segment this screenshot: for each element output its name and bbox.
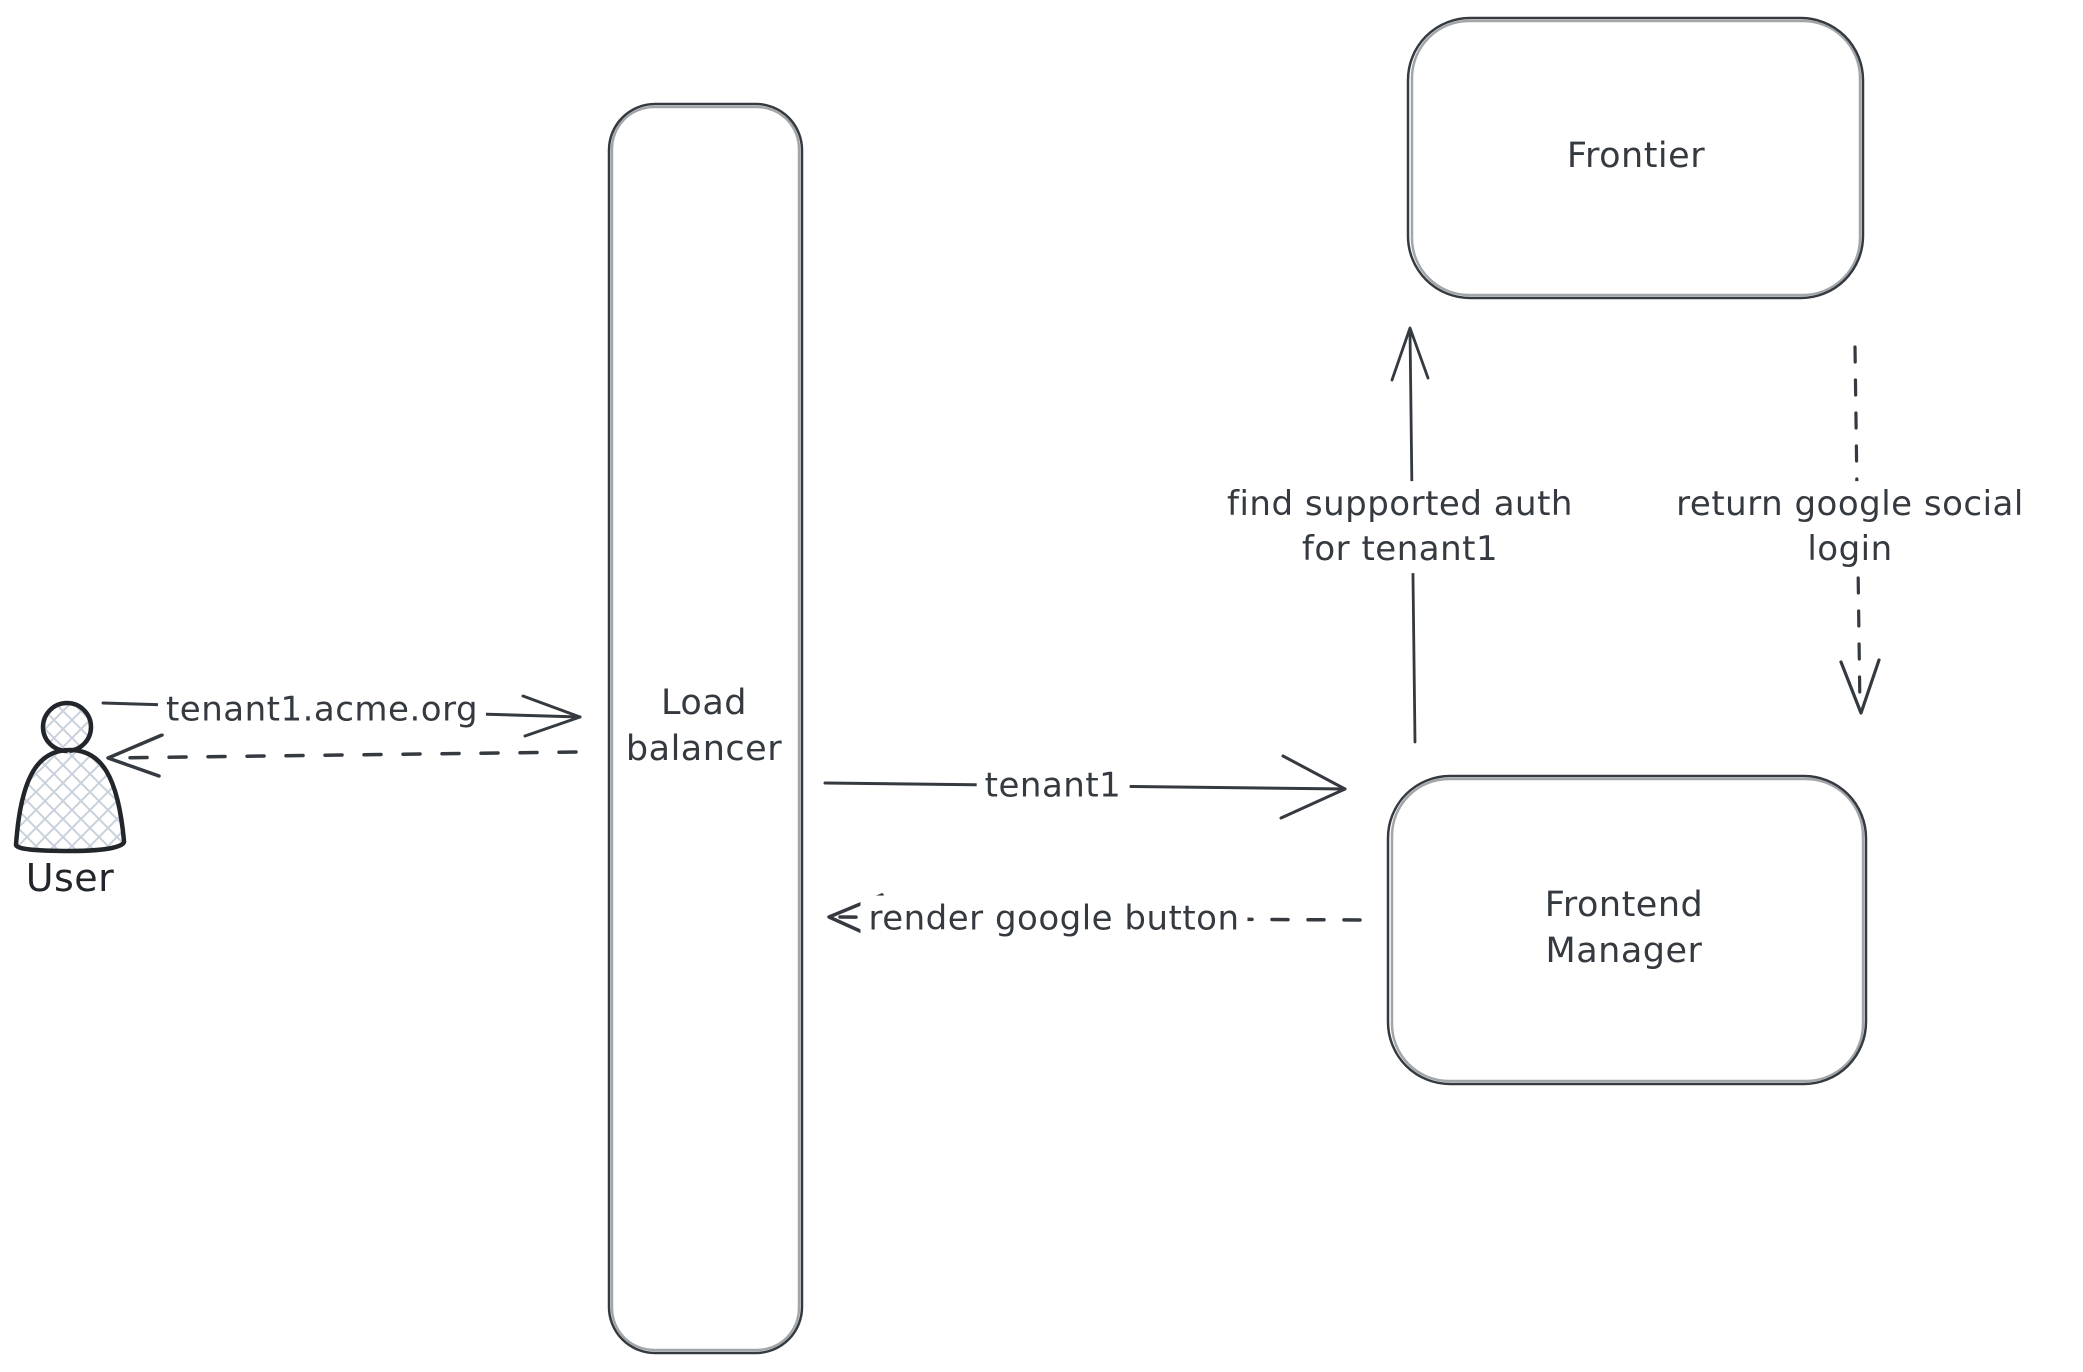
frontier-box — [1406, 16, 1865, 300]
user-icon — [13, 700, 127, 854]
frontend-manager-box — [1386, 774, 1868, 1086]
user-head — [40, 700, 94, 754]
edge-label-return-google-social-login-line1: return google social — [1676, 484, 2024, 525]
user-body — [13, 747, 127, 854]
edge-label-tenant1-acme-org: tenant1.acme.org — [157, 686, 487, 734]
frontend-manager-label-line2: Manager — [1545, 931, 1703, 971]
load-balancer-label-line1: Load — [661, 682, 747, 723]
edge-label-return-google-social-login-line2: login — [1807, 529, 1893, 569]
edge-label-render-google-button: render google button — [860, 895, 1248, 943]
arrow-loadbalancer-to-user — [106, 733, 578, 778]
frontend-manager-label: Frontend Manager — [1536, 880, 1712, 976]
frontend-manager-label-line1: Frontend — [1544, 884, 1704, 925]
load-balancer-box — [607, 102, 804, 1355]
edge-label-return-google-social-login: return google social login — [1668, 481, 2032, 573]
load-balancer-label-line2: balancer — [625, 729, 783, 769]
load-balancer-label: Load balancer — [617, 678, 791, 774]
edge-label-tenant1: tenant1 — [976, 762, 1130, 810]
frontier-label: Frontier — [1558, 131, 1714, 181]
edge-label-find-supported-auth: find supported auth for tenant1 — [1219, 481, 1581, 573]
user-label: User — [25, 855, 115, 900]
edge-label-find-supported-auth-line1: find supported auth — [1227, 484, 1573, 525]
edge-label-find-supported-auth-line2: for tenant1 — [1301, 529, 1499, 569]
